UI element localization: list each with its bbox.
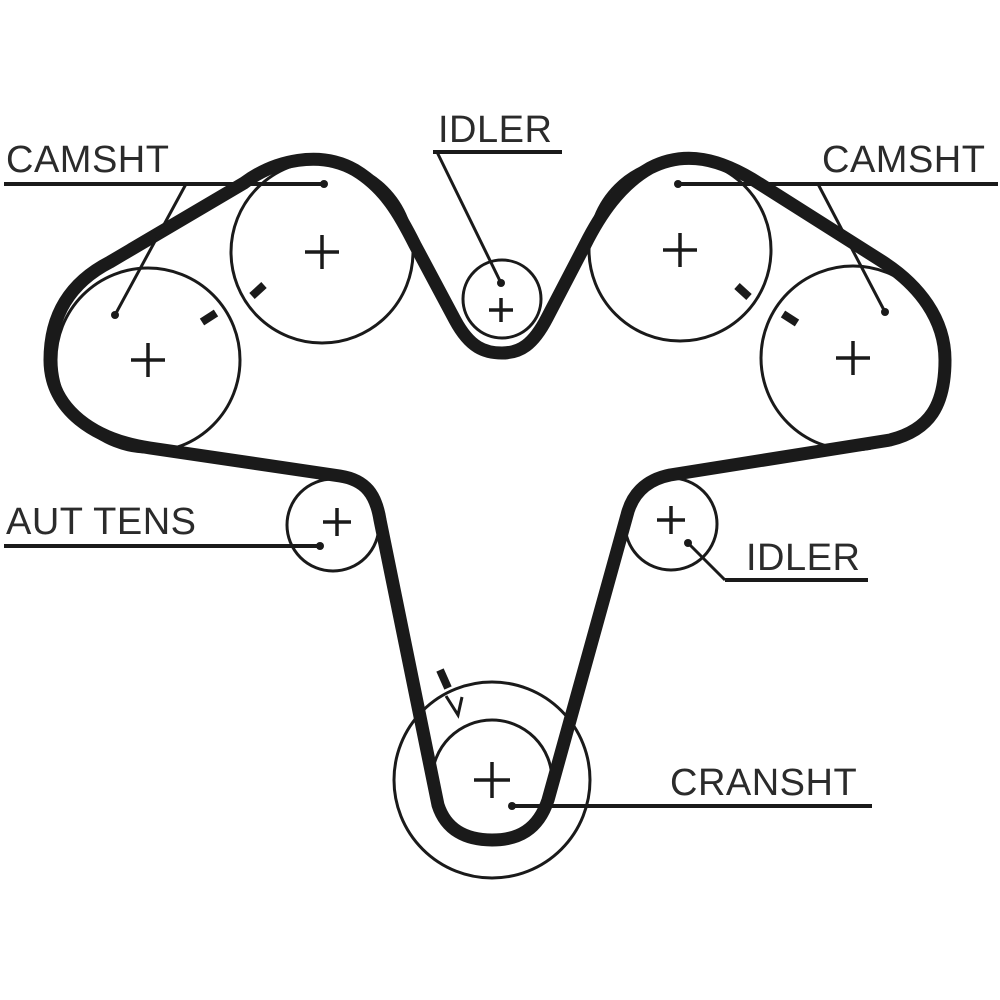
label-camshaft-right: CAMSHT xyxy=(822,139,985,181)
label-group-idler-top: IDLER xyxy=(433,109,562,287)
label-idler-right: IDLER xyxy=(746,537,860,579)
label-group-camshaft-right: CAMSHT xyxy=(674,139,998,316)
label-group-camshaft-left: CAMSHT xyxy=(4,139,328,319)
leader-dot xyxy=(111,311,119,319)
label-group-idler-right: IDLER xyxy=(684,537,868,582)
timing-arrow-icon xyxy=(444,695,464,719)
label-idler-top: IDLER xyxy=(438,109,552,151)
leader-dot xyxy=(320,180,328,188)
timing-mark xyxy=(780,310,800,327)
timing-mark xyxy=(249,282,267,299)
leader-dot xyxy=(674,180,682,188)
leader-dot xyxy=(881,308,889,316)
leader-dot xyxy=(316,542,324,550)
leader-line xyxy=(113,183,188,316)
label-group-auto-tensioner: AUT TENS xyxy=(4,501,324,550)
leader-dot xyxy=(684,539,692,547)
timing-mark xyxy=(199,309,219,326)
crankshaft-outer-outline xyxy=(392,680,592,880)
label-group-crankshaft: CRANSHT xyxy=(508,762,872,810)
leader-line xyxy=(435,151,503,284)
pulley-idler-top xyxy=(461,258,543,340)
label-auto-tensioner: AUT TENS xyxy=(6,501,197,543)
timing-mark xyxy=(436,668,452,690)
timing-belt xyxy=(43,151,952,847)
leader-dot xyxy=(508,802,516,810)
label-camshaft-left: CAMSHT xyxy=(6,139,169,181)
timing-mark xyxy=(734,283,752,300)
leader-dot xyxy=(497,279,505,287)
leader-line xyxy=(686,541,727,582)
pulley-outline xyxy=(461,258,543,340)
leader-line xyxy=(816,183,887,313)
label-crankshaft: CRANSHT xyxy=(670,762,857,804)
